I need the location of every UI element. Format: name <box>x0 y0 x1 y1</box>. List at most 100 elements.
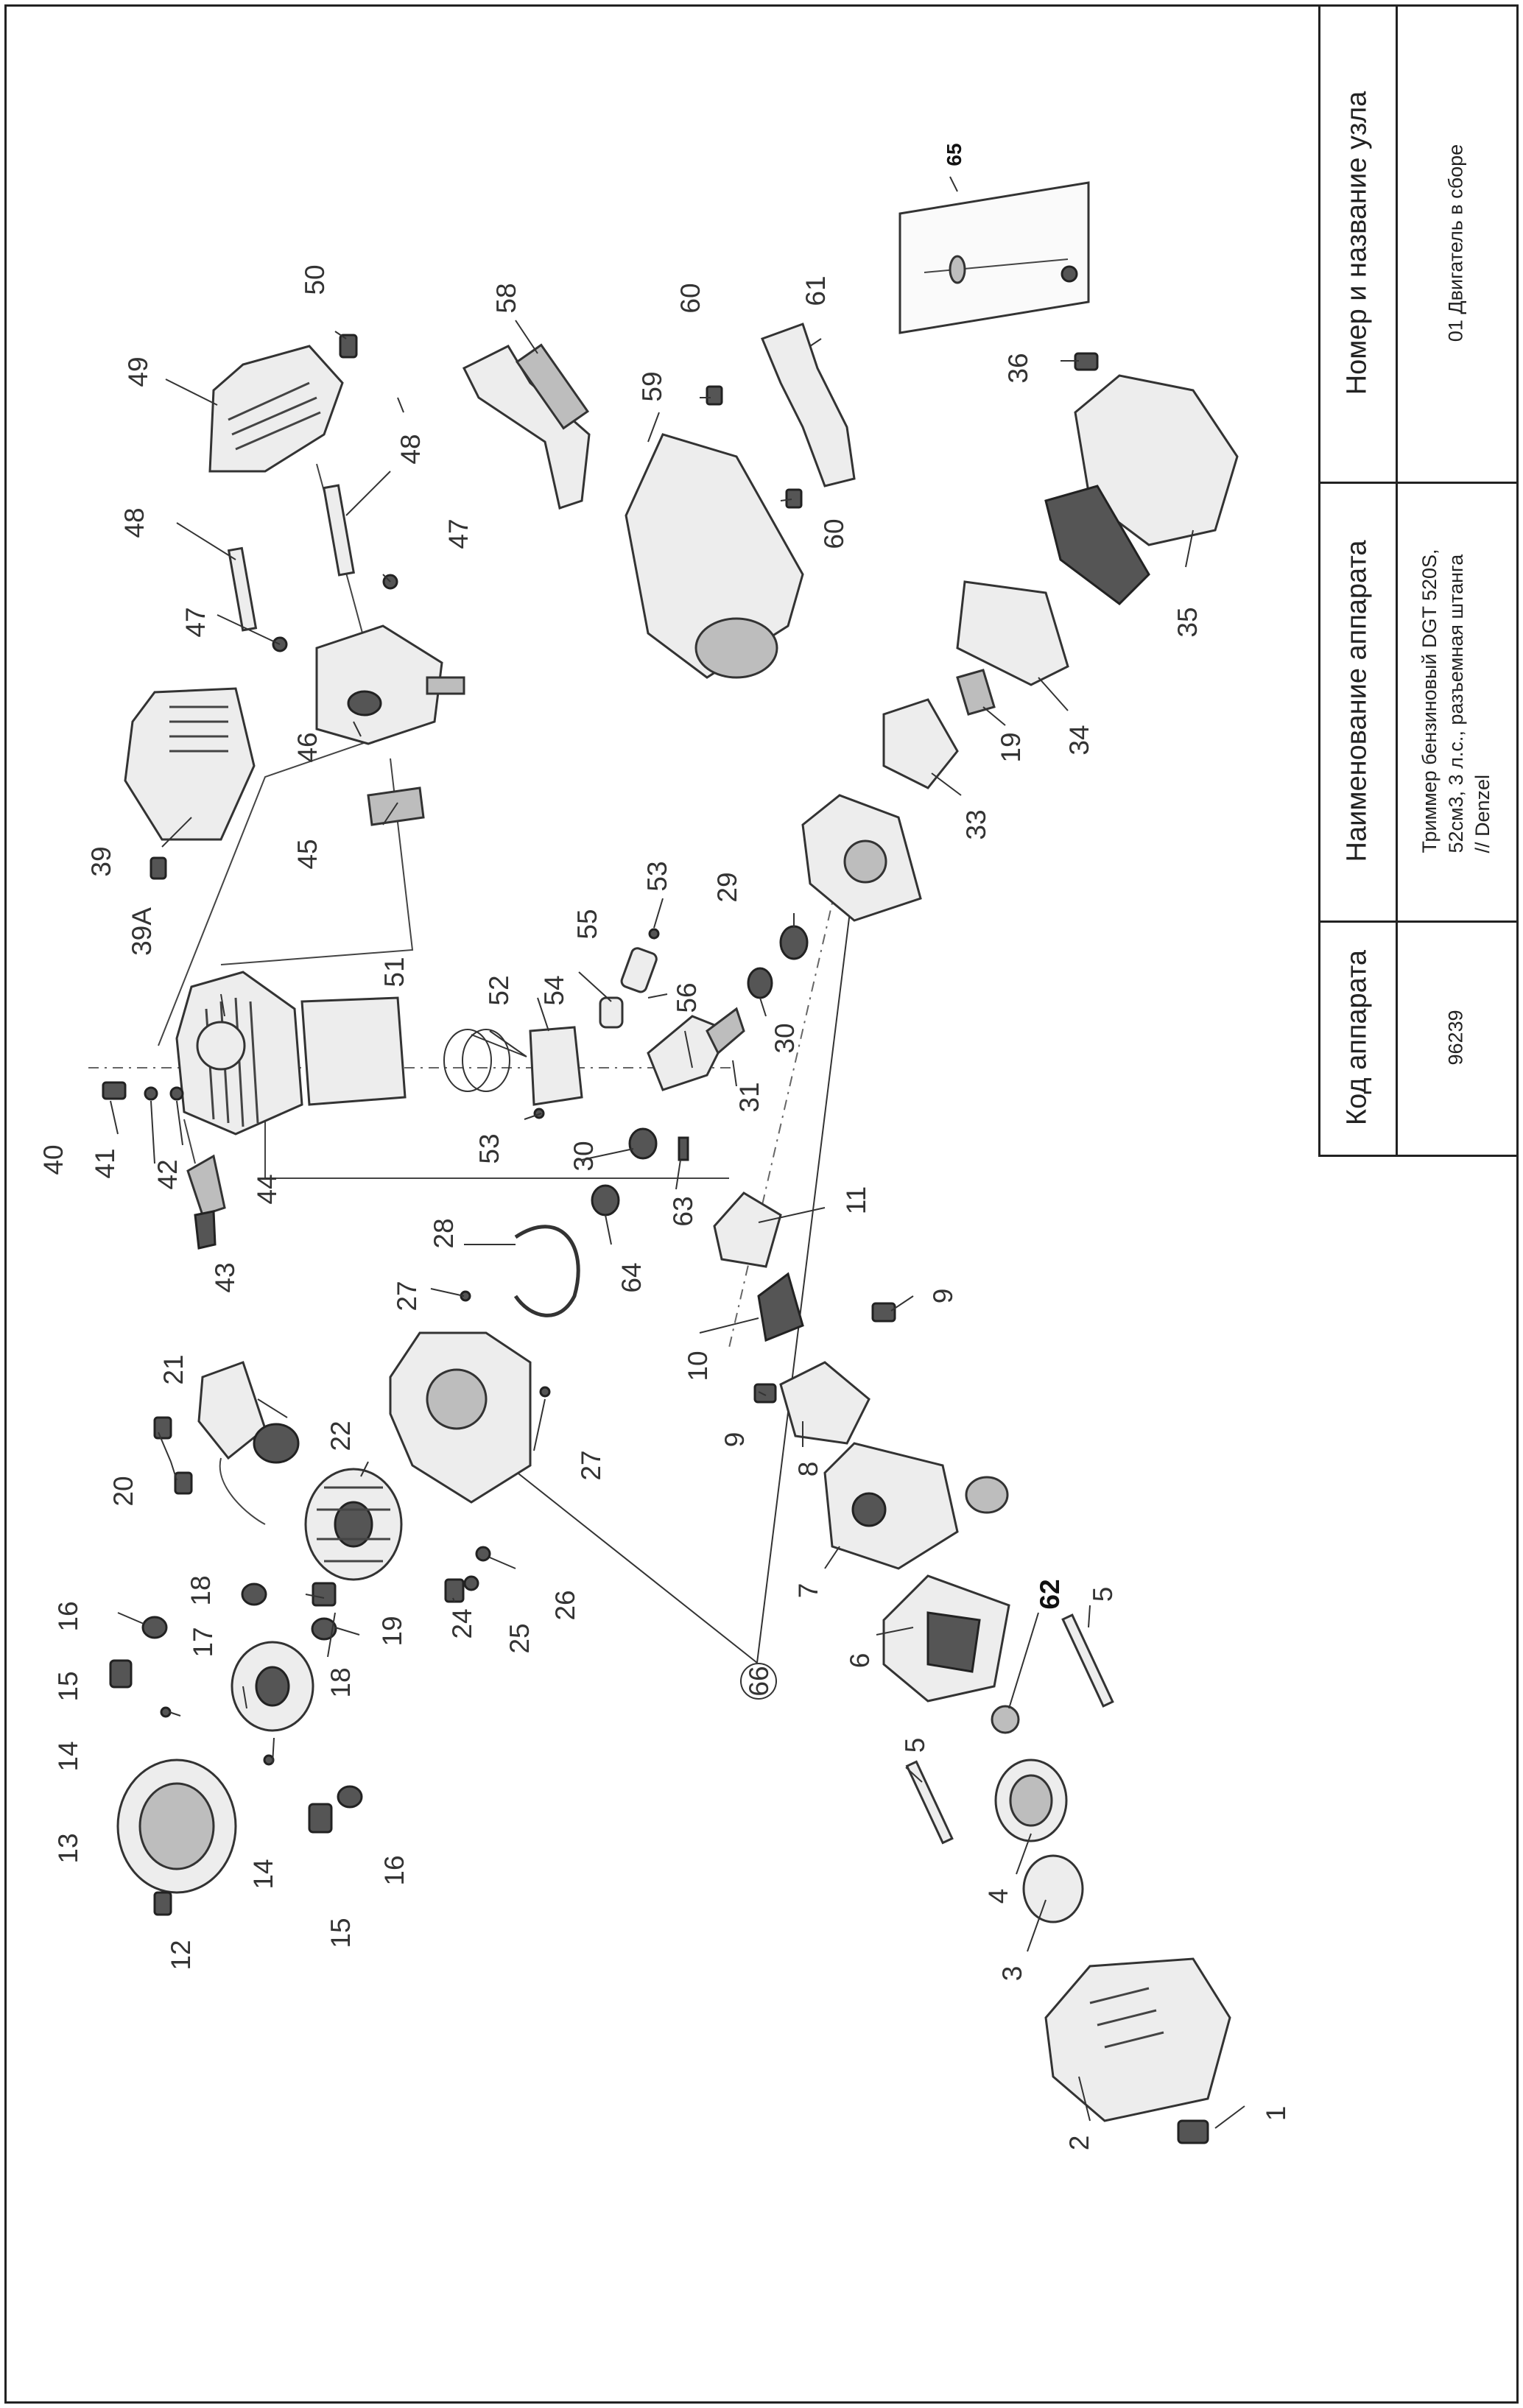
plate-part-34 <box>956 580 1069 686</box>
name-value-cell: Триммер бензиновый DGT 520S, 52см3, 3 л.… <box>1396 482 1516 920</box>
callout-label: 40 <box>38 1144 68 1175</box>
callout-label: 9 <box>720 1432 750 1448</box>
filter-base-part-6 <box>882 1574 1010 1703</box>
callout-label: 48 <box>119 507 150 538</box>
flywheel-part-22 <box>304 1468 403 1581</box>
callout-label: 45 <box>292 839 323 869</box>
callout-label: 4 <box>983 1889 1013 1904</box>
callout-label: 5 <box>1088 1587 1118 1602</box>
callout-leaders <box>110 176 1245 2129</box>
unit-header: Номер и название узла <box>1341 91 1372 395</box>
cylinder-part-44 <box>175 971 303 1136</box>
callout-66-circle <box>740 1663 777 1700</box>
callout-label: 42 <box>152 1159 183 1189</box>
callout-label: 24 <box>447 1608 477 1638</box>
callout-label: 31 <box>734 1082 764 1112</box>
callout-label: 17 <box>188 1627 218 1657</box>
code-header-cell: Код аппарата <box>1318 920 1396 1155</box>
callout-label: 34 <box>1064 725 1094 755</box>
callout-label: 16 <box>53 1601 83 1631</box>
pawl-part-19 <box>956 669 996 716</box>
callout-label: 39 <box>86 846 116 876</box>
leader-66-a <box>507 1465 758 1664</box>
unit-value-cell: 01 Двигатель в сборе <box>1396 4 1516 482</box>
callout-label: 15 <box>326 1918 356 1948</box>
callout-label: 30 <box>569 1141 599 1171</box>
unit-value: 01 Двигатель в сборе <box>1444 144 1467 342</box>
name-header-cell: Наименование аппарата <box>1318 482 1396 920</box>
callout-label: 55 <box>572 909 602 939</box>
callout-label: 8 <box>793 1462 823 1477</box>
filter-cover-part-2 <box>1044 1957 1231 2122</box>
callout-label: 22 <box>326 1420 356 1451</box>
callout-label: 54 <box>539 975 569 1005</box>
crank-axis <box>728 839 848 1348</box>
screw-part-60 <box>706 385 723 406</box>
crankcase-half-left <box>389 1331 532 1504</box>
callout-label: 11 <box>841 1186 871 1214</box>
top-cover-part-49 <box>208 345 344 473</box>
callout-label: 61 <box>801 275 831 306</box>
callout-label: 19 <box>996 732 1026 762</box>
callout-label: 51 <box>379 957 409 987</box>
fuel-tank-part-59 <box>625 433 804 679</box>
callout-label: 13 <box>53 1833 83 1863</box>
spark-plug-part-43 <box>186 1154 226 1250</box>
callout-label: 15 <box>53 1671 83 1701</box>
callout-label: 14 <box>248 1859 278 1889</box>
callout-label: 5 <box>900 1738 930 1753</box>
muffler-part-46 <box>315 624 465 745</box>
clip-part-62 <box>991 1705 1020 1734</box>
title-block: Номер и название узла 01 Двигатель в сбо… <box>1318 4 1519 1157</box>
callout-label: 28 <box>429 1218 459 1248</box>
screw-part-50 <box>339 334 358 359</box>
callout-label: 66 <box>744 1666 774 1696</box>
callout-label: 63 <box>668 1196 698 1226</box>
carburetor-part-7 <box>823 1442 1009 1570</box>
crankshaft-part-31 <box>647 1007 745 1091</box>
name-line-1: Триммер бензиновый DGT 520S, <box>1418 549 1441 853</box>
callout-label: 41 <box>90 1148 120 1178</box>
callout-label: 65 <box>943 143 965 166</box>
callout-label: 3 <box>997 1966 1027 1982</box>
shroud-guide-line <box>158 736 384 1046</box>
callout-label: 10 <box>683 1351 713 1381</box>
ignition-coil-part-21 <box>197 1361 300 1525</box>
callout-label: 39A <box>127 907 157 956</box>
callout-label: 27 <box>392 1281 422 1311</box>
callout-label: 52 <box>484 975 514 1005</box>
code-header: Код аппарата <box>1341 949 1372 1126</box>
spacer-part-10 <box>757 1272 804 1342</box>
callout-label: 58 <box>491 283 521 313</box>
leader-66-b <box>756 876 855 1664</box>
callout-label: 18 <box>326 1667 356 1697</box>
callout-label: 44 <box>252 1174 282 1204</box>
bolt-part-48 <box>227 484 356 632</box>
detail-box-part-65 <box>898 181 1090 334</box>
callout-label: 59 <box>637 371 667 401</box>
name-header: Наименование аппарата <box>1341 540 1372 862</box>
callout-label: 30 <box>770 1023 800 1053</box>
gasket-part-33 <box>882 698 959 789</box>
callout-label: 33 <box>961 809 991 839</box>
callout-label: 16 <box>379 1855 409 1885</box>
name-line-2: 52см3, 3 л.с., разъемная штанга <box>1445 554 1467 853</box>
callout-label: 20 <box>108 1476 138 1506</box>
callout-label: 47 <box>180 607 211 637</box>
piston-rings-part-52 <box>443 1029 510 1092</box>
callout-label: 21 <box>158 1354 189 1384</box>
code-value: 96239 <box>1444 1010 1467 1066</box>
filter-plate-part-3 <box>1022 1854 1084 1923</box>
callout-label: 48 <box>395 434 426 464</box>
callout-label: 6 <box>845 1653 875 1669</box>
clutch-part-17 <box>231 1641 314 1732</box>
callout-label: 29 <box>712 872 742 902</box>
callout-label: 27 <box>576 1450 606 1480</box>
unit-header-cell: Номер и название узла <box>1318 4 1396 482</box>
piston-part-54 <box>529 1026 583 1106</box>
clip-part-53 <box>648 928 660 940</box>
callout-label: 47 <box>443 518 474 549</box>
callout-label: 1 <box>1261 2106 1291 2122</box>
shroud-part-39 <box>124 687 256 841</box>
